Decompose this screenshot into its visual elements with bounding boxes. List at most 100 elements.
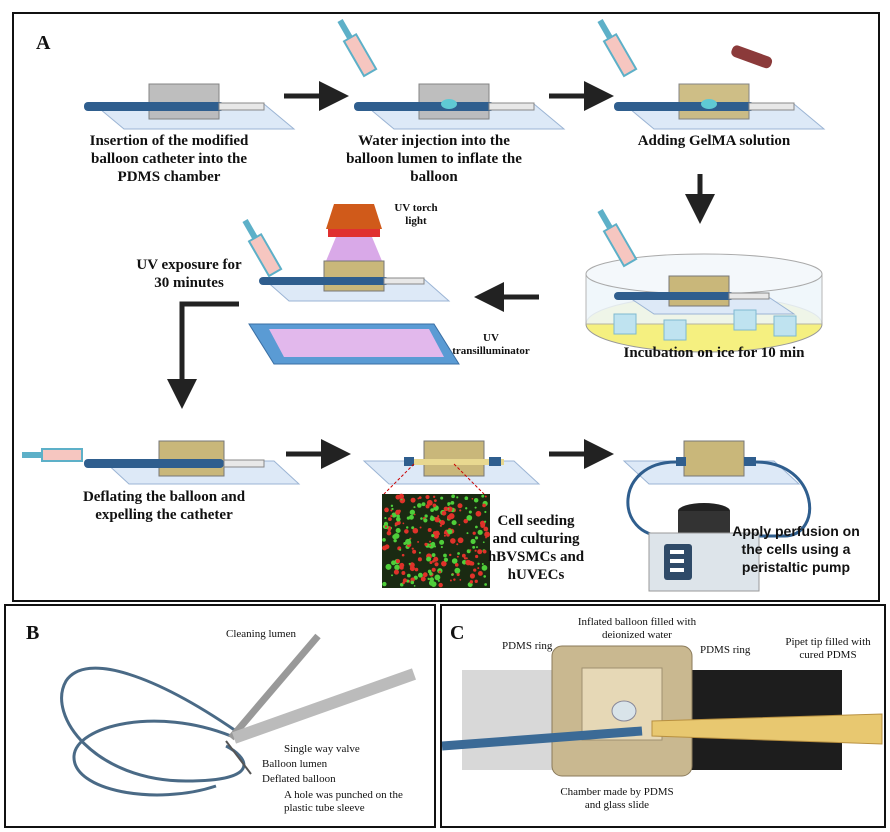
fluorescence-speck [477, 529, 483, 535]
fluorescence-speck [438, 582, 443, 588]
zoom-line-right [453, 463, 485, 495]
fluorescence-speck [391, 507, 394, 511]
fluorescence-speck [469, 549, 472, 551]
fluorescence-speck [449, 553, 452, 557]
fluorescence-speck [447, 503, 450, 506]
panel-a-drawing [22, 19, 826, 592]
fluorescence-speck [405, 538, 412, 545]
device-step8 [622, 440, 812, 592]
fluorescence-speck [477, 562, 480, 565]
fluorescence-image [382, 493, 491, 588]
fluorescence-speck [443, 557, 449, 562]
fluorescence-speck [447, 507, 450, 510]
fluorescence-speck [417, 540, 420, 543]
panel-b-drawing [60, 633, 417, 797]
fluorescence-speck [384, 507, 389, 513]
fluorescence-speck [382, 545, 388, 551]
fluorescence-speck [450, 538, 456, 544]
fluorescence-speck [417, 557, 422, 562]
fluorescence-speck [394, 564, 400, 571]
fluorescence-speck [412, 527, 419, 534]
label-chamber: Chamber made by PDMS and glass slide [560, 786, 674, 811]
fluorescence-speck [449, 579, 452, 582]
fluorescence-speck [456, 572, 460, 577]
fluorescence-speck [446, 506, 453, 512]
fluorescence-speck [474, 579, 478, 583]
label-pipet-tip: Pipet tip filled with cured PDMS [785, 636, 871, 661]
label-pdms-ring-left: PDMS ring [502, 640, 553, 652]
fluorescence-speck [417, 497, 420, 500]
fluorescence-speck [406, 516, 411, 520]
fluorescence-speck [384, 525, 388, 528]
fluorescence-speck [441, 560, 447, 567]
fluorescence-speck [465, 557, 468, 560]
label-hole: A hole was punched on the plastic tube s… [284, 789, 403, 814]
fluorescence-speck [391, 560, 396, 566]
fluorescence-speck [461, 559, 467, 565]
fluorescence-speck [399, 582, 404, 587]
fluorescence-speck [413, 575, 418, 580]
fluorescence-speck [451, 494, 456, 499]
fluorescence-speck [481, 494, 485, 498]
fluorescence-speck [413, 513, 416, 516]
fluorescence-speck [461, 553, 466, 558]
fluorescence-speck [457, 503, 463, 509]
fluorescence-speck [481, 563, 484, 566]
fluorescence-speck [424, 514, 428, 518]
fluorescence-speck [429, 544, 431, 547]
fluorescence-speck [401, 571, 406, 575]
fluorescence-speck [474, 506, 477, 509]
fluorescence-speck [439, 524, 443, 527]
fluorescence-speck [393, 569, 399, 575]
panel-a-label: A [36, 32, 51, 54]
label-inflated-balloon: Inflated balloon filled with deionized w… [577, 616, 697, 641]
fluorescence-speck [418, 496, 422, 500]
fluorescence-speck [456, 496, 459, 499]
fluorescence-speck [419, 526, 422, 529]
fluorescence-speck [472, 531, 476, 535]
fluorescence-speck [382, 538, 386, 542]
fluorescence-speck [410, 497, 416, 503]
fluorescence-speck [483, 575, 486, 578]
caption-step4: Incubation on ice for 10 min [623, 345, 805, 361]
fluorescence-speck [465, 559, 471, 566]
fluorescence-speck [386, 530, 392, 536]
fluorescence-speck [456, 555, 459, 558]
fluorescence-speck [388, 517, 392, 522]
fluorescence-speck [459, 578, 462, 581]
fluorescence-speck [440, 545, 443, 549]
caption-step3: Adding GelMA solution [637, 133, 791, 149]
caption-step8: Apply perfusion on the cells using a per… [732, 523, 860, 575]
fluorescence-speck [466, 532, 469, 535]
fluorescence-speck [439, 539, 445, 545]
fluorescence-speck [484, 520, 487, 523]
device-step6 [22, 440, 301, 485]
fluorescence-speck [393, 538, 397, 543]
fluorescence-speck [485, 536, 487, 539]
fluorescence-speck [395, 509, 401, 515]
fluorescence-speck [434, 574, 441, 581]
fluorescence-speck [472, 545, 476, 549]
fluorescence-speck [421, 502, 426, 507]
fluorescence-speck [471, 497, 474, 500]
fluorescence-speck [413, 585, 416, 587]
fluorescence-speck [382, 581, 387, 587]
fluorescence-speck [427, 527, 432, 532]
fluorescence-speck [429, 577, 435, 582]
fluorescence-speck [443, 534, 446, 537]
fluorescence-speck [434, 516, 441, 523]
fluorescence-speck [475, 554, 479, 559]
fluorescence-speck [477, 549, 483, 555]
fluorescence-speck [425, 494, 430, 500]
zoom-line-left [383, 463, 415, 495]
ice-bath [585, 209, 823, 353]
fluorescence-speck [412, 549, 417, 554]
fluorescence-speck [456, 543, 459, 546]
fluorescence-speck [420, 517, 423, 520]
fluorescence-speck [484, 531, 491, 538]
panel-c: C Inflated balloon filled with deionized… [440, 604, 886, 828]
caption-step7: Cell seeding and culturing hBVSMCs and h… [487, 513, 585, 583]
fluorescence-speck [451, 558, 458, 564]
fluorescence-speck [439, 520, 445, 526]
fluorescence-speck [480, 523, 485, 528]
